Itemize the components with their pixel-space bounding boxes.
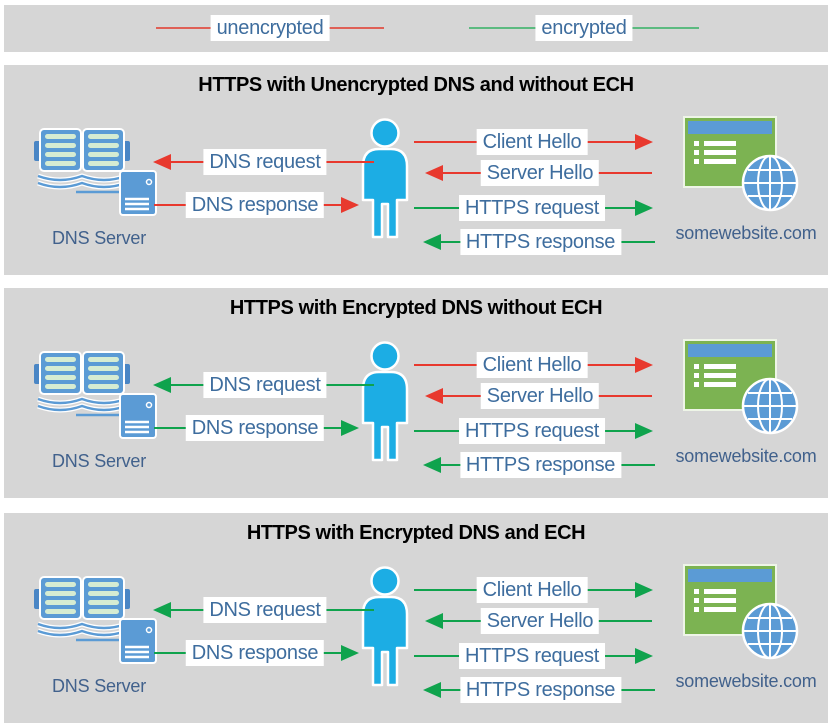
dns-server-label: DNS Server bbox=[51, 451, 147, 471]
person-icon bbox=[356, 341, 414, 463]
arrow-label: HTTPS request bbox=[459, 418, 605, 444]
arrow-label: Client Hello bbox=[476, 352, 588, 378]
arrowhead-left-icon bbox=[153, 154, 171, 170]
arrowhead-right-icon bbox=[341, 420, 359, 436]
arrowhead-left-icon bbox=[423, 234, 441, 250]
arrowhead-right-icon bbox=[341, 645, 359, 661]
arrow-label: DNS response bbox=[185, 415, 325, 441]
arrowhead-right-icon bbox=[635, 582, 653, 598]
arrowhead-right-icon bbox=[341, 197, 359, 213]
arrow-dns-request: DNS request bbox=[153, 149, 376, 175]
arrow-label: HTTPS response bbox=[459, 677, 622, 703]
arrowhead-right-icon bbox=[635, 200, 653, 216]
arrow-label: Client Hello bbox=[476, 577, 588, 603]
arrow-dns-request: DNS request bbox=[153, 597, 376, 623]
arrowhead-left-icon bbox=[425, 165, 443, 181]
legend-encrypted-label: encrypted bbox=[535, 15, 633, 41]
arrow-dns-response: DNS response bbox=[152, 192, 359, 218]
dns-server-icon bbox=[32, 125, 172, 233]
person-icon bbox=[356, 118, 414, 240]
arrow-client-hello: Client Hello bbox=[412, 577, 653, 603]
arrow-server-hello: Server Hello bbox=[425, 383, 654, 409]
arrow-label: DNS request bbox=[203, 597, 327, 623]
dns-server-label: DNS Server bbox=[51, 228, 147, 248]
arrow-label: DNS response bbox=[185, 640, 325, 666]
panel-title: HTTPS with Encrypted DNS and ECH bbox=[246, 522, 586, 544]
panel-title: HTTPS with Unencrypted DNS and without E… bbox=[198, 74, 634, 96]
arrow-dns-request: DNS request bbox=[153, 372, 376, 398]
legend-unencrypted: unencrypted bbox=[154, 15, 386, 41]
panel-encrypted-dns-and-ech: HTTPS with Encrypted DNS and ECH bbox=[4, 513, 828, 723]
dns-server-label: DNS Server bbox=[51, 676, 147, 696]
arrow-label: DNS request bbox=[203, 372, 327, 398]
arrow-https-response: HTTPS response bbox=[423, 229, 657, 255]
arrow-label: HTTPS request bbox=[459, 195, 605, 221]
website-label: somewebsite.com bbox=[675, 671, 817, 691]
legend-band: unencrypted encrypted bbox=[4, 5, 828, 52]
panel-title: HTTPS with Encrypted DNS without ECH bbox=[229, 297, 603, 319]
website-icon bbox=[682, 338, 808, 444]
arrow-https-request: HTTPS request bbox=[412, 195, 653, 221]
arrow-label: Server Hello bbox=[480, 608, 600, 634]
arrow-https-request: HTTPS request bbox=[412, 643, 653, 669]
arrow-dns-response: DNS response bbox=[152, 640, 359, 666]
legend-encrypted: encrypted bbox=[467, 15, 701, 41]
arrow-client-hello: Client Hello bbox=[412, 352, 653, 378]
website-label: somewebsite.com bbox=[675, 223, 817, 243]
arrowhead-left-icon bbox=[153, 602, 171, 618]
arrowhead-left-icon bbox=[423, 457, 441, 473]
arrowhead-right-icon bbox=[635, 648, 653, 664]
website-icon bbox=[682, 115, 808, 221]
arrow-https-response: HTTPS response bbox=[423, 677, 657, 703]
arrow-https-response: HTTPS response bbox=[423, 452, 657, 478]
arrowhead-right-icon bbox=[635, 134, 653, 150]
arrow-label: HTTPS response bbox=[459, 229, 622, 255]
panel-encrypted-dns-no-ech: HTTPS with Encrypted DNS without ECH bbox=[4, 288, 828, 498]
arrowhead-left-icon bbox=[423, 682, 441, 698]
arrow-label: Server Hello bbox=[480, 160, 600, 186]
arrowhead-left-icon bbox=[153, 377, 171, 393]
arrow-label: DNS response bbox=[185, 192, 325, 218]
arrow-client-hello: Client Hello bbox=[412, 129, 653, 155]
arrowhead-left-icon bbox=[425, 388, 443, 404]
arrowhead-right-icon bbox=[635, 357, 653, 373]
website-label: somewebsite.com bbox=[675, 446, 817, 466]
arrow-server-hello: Server Hello bbox=[425, 608, 654, 634]
arrowhead-left-icon bbox=[425, 613, 443, 629]
legend-unencrypted-label: unencrypted bbox=[210, 15, 330, 41]
arrow-label: Client Hello bbox=[476, 129, 588, 155]
dns-server-icon bbox=[32, 348, 172, 456]
website-icon bbox=[682, 563, 808, 669]
arrow-https-request: HTTPS request bbox=[412, 418, 653, 444]
arrow-label: HTTPS request bbox=[459, 643, 605, 669]
arrow-label: DNS request bbox=[203, 149, 327, 175]
arrow-label: Server Hello bbox=[480, 383, 600, 409]
panel-unencrypted-dns-no-ech: HTTPS with Unencrypted DNS and without E… bbox=[4, 65, 828, 275]
arrow-label: HTTPS response bbox=[459, 452, 622, 478]
arrowhead-right-icon bbox=[635, 423, 653, 439]
arrow-dns-response: DNS response bbox=[152, 415, 359, 441]
person-icon bbox=[356, 566, 414, 688]
arrow-server-hello: Server Hello bbox=[425, 160, 654, 186]
dns-server-icon bbox=[32, 573, 172, 681]
